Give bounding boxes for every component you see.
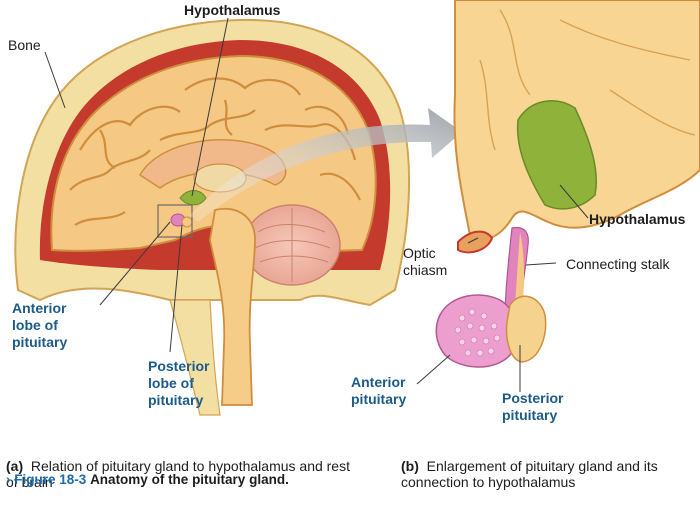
zoom-box (157, 204, 193, 238)
leader-lines (44, 17, 589, 392)
label-anterior-lobe-line1: Anterior (12, 300, 67, 316)
figure-caption: › Figure 18-3 Anatomy of the pituitary g… (6, 472, 289, 487)
caption-a-letter: (a) (6, 458, 24, 474)
cerebellum-folds (254, 208, 331, 282)
enlarged-hypothalamus (516, 100, 598, 210)
label-anterior-lobe-line2: lobe of (12, 317, 58, 333)
brainstem (209, 207, 256, 406)
label-anterior-pituitary: Anterior pituitary (351, 374, 406, 408)
label-posterior-pituitary-line2: pituitary (502, 407, 558, 423)
label-optic-chiasm-line2: chiasm (403, 262, 448, 278)
pituitary-illustration (14, 0, 700, 416)
figure-title: Anatomy of the pituitary gland. (90, 472, 289, 487)
posterior-small (181, 216, 193, 228)
caption-b-letter: (b) (401, 458, 419, 474)
caption-a-text: Relation of pituitary gland to hypothala… (6, 458, 350, 490)
caption-b-block: (b) Enlargement of pituitary gland and i… (401, 458, 696, 490)
enlarged-folds (479, 9, 696, 151)
pituitary-enlargement (435, 0, 700, 368)
label-posterior-lobe: Posterior lobe of pituitary (148, 358, 209, 409)
label-hypothalamus-right: Hypothalamus (589, 211, 686, 227)
label-anterior-pituitary-line2: pituitary (351, 391, 407, 407)
anterior-cells (454, 308, 501, 357)
optic-chiasm (457, 230, 494, 254)
hypothalamus-small (179, 190, 207, 206)
zoom-arrow (190, 108, 462, 222)
neck-region (169, 299, 221, 416)
label-posterior-lobe-line2: lobe of (148, 375, 194, 391)
figure-chevron-icon: › (6, 472, 11, 487)
label-posterior-lobe-line3: pituitary (148, 392, 204, 408)
caption-a-block: (a) Relation of pituitary gland to hypot… (6, 458, 351, 490)
head-cross-section (14, 18, 411, 416)
label-optic-chiasm-line1: Optic (403, 245, 436, 261)
label-anterior-pituitary-line1: Anterior (351, 374, 406, 390)
caption-b-text: Enlargement of pituitary gland and its c… (401, 458, 658, 490)
label-anterior-lobe-line3: pituitary (12, 334, 68, 350)
label-optic-chiasm: Optic chiasm (403, 245, 447, 279)
figure-number: Figure 18-3 (14, 472, 87, 487)
label-posterior-pituitary: Posterior pituitary (502, 390, 563, 424)
label-connecting-stalk: Connecting stalk (566, 256, 670, 272)
enlarged-anterior-pituitary (435, 294, 519, 368)
label-bone: Bone (8, 37, 41, 53)
enlarged-posterior-pituitary (505, 295, 547, 363)
label-posterior-pituitary-line1: Posterior (502, 390, 564, 406)
label-anterior-lobe: Anterior lobe of pituitary (12, 300, 67, 351)
label-hypothalamus-top: Hypothalamus (184, 2, 281, 18)
label-posterior-lobe-line1: Posterior (148, 358, 210, 374)
